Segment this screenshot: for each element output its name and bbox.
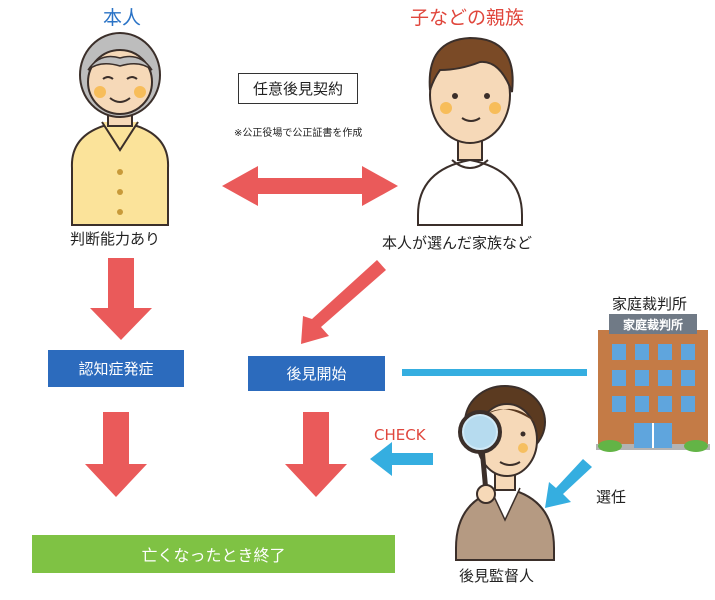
relative-caption: 本人が選んだ家族など — [382, 234, 533, 252]
arrow-dementia-to-end — [85, 412, 147, 497]
appoint-label: 選任 — [596, 488, 627, 506]
check-arrow — [370, 442, 433, 476]
relative-title: 子などの親族 — [410, 7, 525, 29]
supervisor-label: 後見監督人 — [459, 567, 535, 585]
young-man-illustration — [417, 36, 523, 226]
court-window — [612, 396, 626, 412]
guardianship-start-label: 後見開始 — [286, 365, 347, 383]
court-window — [681, 344, 695, 360]
dementia-onset-label: 認知症発症 — [78, 360, 154, 378]
court-link-line — [402, 369, 587, 376]
end-box: 亡くなったとき終了 — [32, 535, 395, 573]
contract-label: 任意後見契約 — [238, 73, 359, 104]
arrow-relative-to-guardianship — [301, 260, 386, 344]
court-window — [658, 344, 672, 360]
court-window — [681, 396, 695, 412]
court-window — [612, 344, 626, 360]
court-window — [612, 370, 626, 386]
court-window — [658, 370, 672, 386]
court-window — [635, 344, 649, 360]
supervisor-illustration — [455, 385, 555, 561]
court-window — [635, 370, 649, 386]
court-sign: 家庭裁判所 — [622, 318, 683, 332]
court-building-icon — [596, 314, 710, 452]
court-window — [681, 370, 695, 386]
contract-note: ※公正役場で公正証書を作成 — [234, 128, 363, 139]
court-windows — [612, 344, 695, 412]
arrow-guardianship-to-end — [285, 412, 347, 497]
principal-status: 判断能力あり — [70, 230, 161, 248]
appoint-arrow — [545, 459, 592, 508]
end-label: 亡くなったとき終了 — [141, 546, 286, 565]
court-title: 家庭裁判所 — [612, 295, 688, 313]
arrow-principal-to-dementia — [90, 258, 152, 340]
court-window — [658, 396, 672, 412]
check-label: CHECK — [374, 426, 426, 444]
guardianship-start-box: 後見開始 — [248, 356, 385, 391]
dementia-onset-box: 認知症発症 — [48, 350, 184, 387]
principal-title: 本人 — [103, 7, 142, 29]
court-window — [635, 396, 649, 412]
contract-double-arrow — [222, 166, 398, 206]
elderly-woman-illustration — [70, 32, 170, 226]
